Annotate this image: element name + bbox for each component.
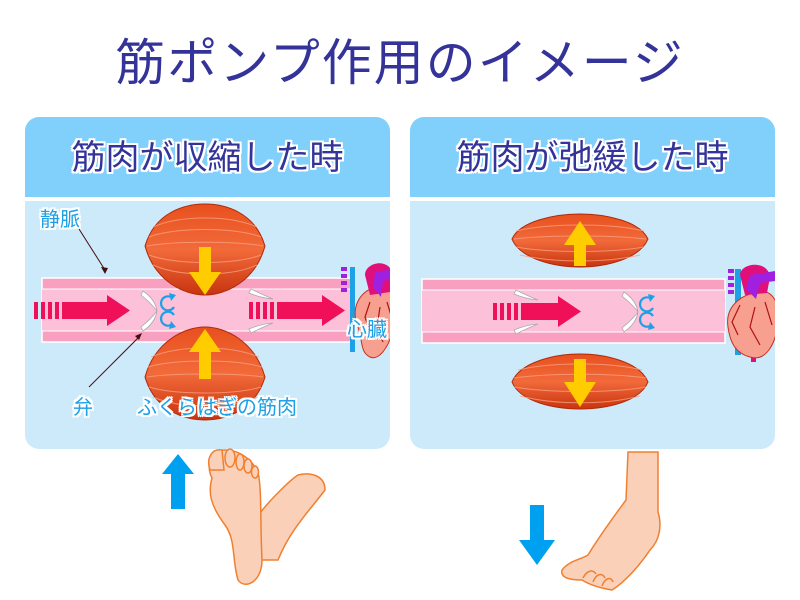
foot-plantarflexed <box>561 451 661 591</box>
foot-dorsiflexed <box>208 448 326 585</box>
page-title: 筋ポンプ作用のイメージ <box>115 34 685 92</box>
valve-closed <box>621 291 639 333</box>
relax-arrow-down <box>564 359 596 407</box>
heart-icon <box>341 263 390 359</box>
panel-header <box>410 117 775 201</box>
vein-leader-line <box>78 228 106 271</box>
arrow-up-icon <box>162 454 194 509</box>
relax-arrow-up <box>564 221 596 266</box>
blood-flow-arrow <box>249 295 345 326</box>
blood-flow-arrow <box>34 295 130 326</box>
panel-contracted: 筋肉が収縮した時 <box>25 117 390 449</box>
blood-flow-arrow <box>493 296 581 327</box>
label-vein: 静脈 <box>40 207 80 231</box>
valve-open <box>513 289 539 335</box>
squeeze-arrow-up <box>189 329 221 379</box>
valve-open <box>248 288 274 334</box>
contracted-illustration <box>34 203 390 421</box>
label-calf-muscle: ふくらはぎの筋肉 <box>137 395 297 419</box>
backflow-arrow-icon <box>638 294 655 330</box>
arrow-down-icon <box>519 505 555 565</box>
panel-title: 筋肉が弛緩した時 <box>456 138 729 178</box>
panel-title: 筋肉が収縮した時 <box>71 138 344 178</box>
backflow-arrow-icon <box>159 293 176 329</box>
label-valve: 弁 <box>73 395 93 419</box>
valve-leader-line <box>88 335 141 388</box>
label-heart: 心臓 <box>347 317 387 341</box>
relaxed-illustration <box>421 213 775 410</box>
panel-relaxed: 筋肉が弛緩した時 <box>410 117 775 449</box>
panel-header <box>25 117 390 201</box>
valve-closed <box>140 290 158 332</box>
heart-icon <box>727 264 775 362</box>
squeeze-arrow-down <box>189 247 221 295</box>
